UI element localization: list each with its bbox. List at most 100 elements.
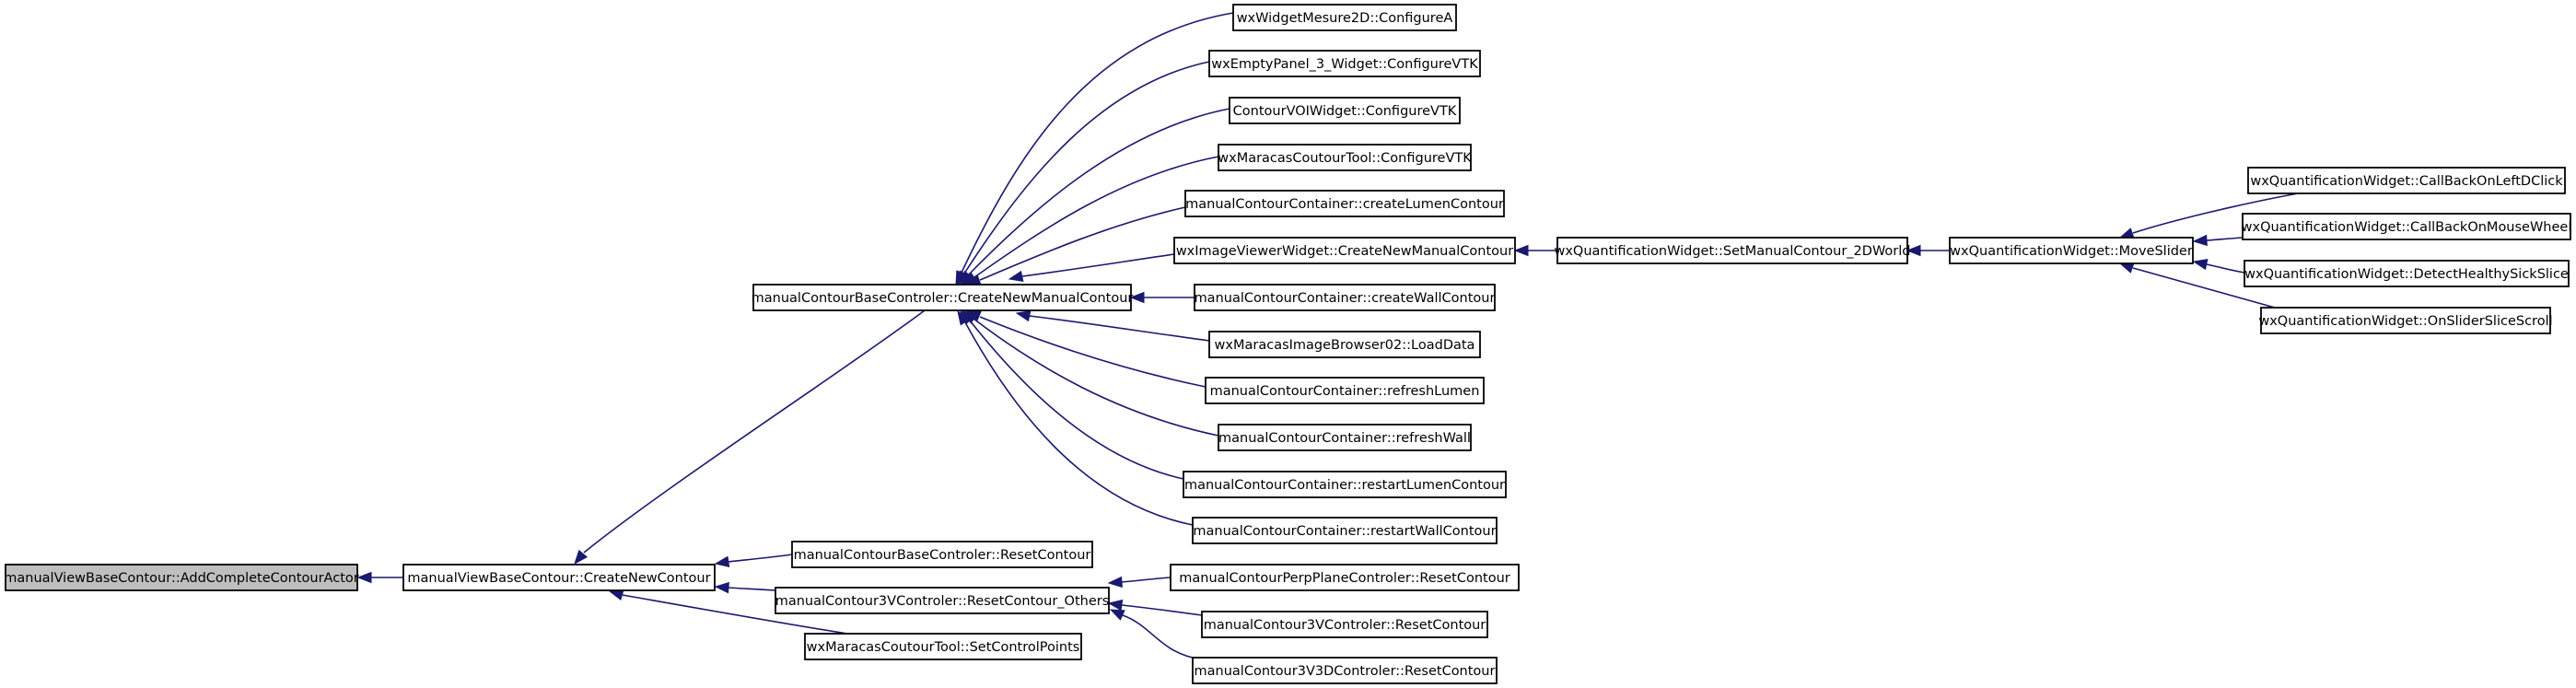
arrowhead-icon: [1906, 244, 1921, 257]
node-label: wxWidgetMesure2D::ConfigureA: [1237, 11, 1453, 26]
node-label: wxMaracasImageBrowser02::LoadData: [1215, 338, 1475, 353]
edge-createLumenContour-to-createNewManualContour: [965, 206, 1186, 286]
function-node-createWallContour[interactable]: manualContourContainer::createWallContou…: [1194, 284, 1496, 311]
node-box: [775, 587, 1110, 614]
function-node-callBackOnLeftDClick[interactable]: wxQuantificationWidget::CallBackOnLeftDC…: [2247, 167, 2566, 194]
function-node-perpPlaneResetContour[interactable]: manualContourPerpPlaneControler::ResetCo…: [1170, 564, 1520, 591]
node-box: [1173, 237, 1516, 264]
node-label: wxEmptyPanel_3_Widget::ConfigureVTK: [1211, 57, 1478, 72]
function-node-emptyPanelConfigureVTK[interactable]: wxEmptyPanel_3_Widget::ConfigureVTK: [1208, 50, 1481, 77]
function-node-setManualContour2DWorld[interactable]: wxQuantificationWidget::SetManualContour…: [1554, 237, 1911, 264]
edge-createNewManualContour-to-createNewContour: [574, 309, 926, 566]
edge-line: [973, 156, 1219, 278]
function-node-imageViewerCreateNewManualContour[interactable]: wxImageViewerWidget::CreateNewManualCont…: [1173, 237, 1516, 264]
edge-line: [727, 554, 793, 563]
node-box: [1184, 190, 1505, 217]
arrowhead-icon: [1513, 244, 1529, 257]
function-node-resetContour[interactable]: manualContourBaseControler::ResetContour: [791, 541, 1093, 568]
edge-line: [979, 206, 1186, 281]
node-box: [804, 633, 1082, 660]
node-label: wxMaracasCoutourTool::SetControlPoints: [807, 640, 1080, 655]
edge-refreshWall-to-createNewManualContour: [962, 310, 1219, 437]
function-node-configureA[interactable]: wxWidgetMesure2D::ConfigureA: [1232, 4, 1457, 31]
node-label: manualContour3VControler::ResetContour_O…: [775, 594, 1110, 609]
edge-detectHealthySickSlice-to-moveSlider: [2192, 258, 2245, 274]
edge-imageViewerCreateNewManualContour-to-createNewManualContour: [1008, 253, 1175, 283]
edge-createWallContour-to-createNewManualContour: [1129, 291, 1195, 304]
node-label: wxQuantificationWidget::OnSliderSliceScr…: [2258, 314, 2552, 329]
arrowhead-icon: [1015, 309, 1032, 322]
node-box: [1194, 284, 1496, 311]
edge-line: [727, 587, 776, 591]
edge-line: [973, 318, 1219, 437]
node-box: [2247, 167, 2566, 194]
node-label: manualContourContainer::createWallContou…: [1195, 291, 1496, 306]
node-box: [1556, 237, 1908, 264]
root-function-node[interactable]: manualViewBaseContour::AddCompleteContou…: [4, 564, 359, 591]
function-node-refreshWall[interactable]: manualContourContainer::refreshWall: [1218, 424, 1472, 451]
node-box: [1192, 517, 1498, 544]
node-label: manualViewBaseContour::CreateNewContour: [407, 571, 710, 586]
function-node-callBackOnMouseWheel[interactable]: wxQuantificationWidget::CallBackOnMouseW…: [2242, 213, 2572, 240]
function-node-setControlPoints[interactable]: wxMaracasCoutourTool::SetControlPoints: [804, 633, 1082, 660]
function-node-onSliderSliceScroll[interactable]: wxQuantificationWidget::OnSliderSliceScr…: [2258, 307, 2553, 334]
function-node-createNewManualContour[interactable]: manualContourBaseControler::CreateNewMan…: [752, 284, 1134, 311]
edge-setManualContour2DWorld-to-imageViewerCreateNewManualContour: [1513, 244, 1557, 257]
arrowhead-icon: [2118, 227, 2135, 239]
arrowhead-icon: [574, 549, 589, 566]
function-node-restartLumenContour[interactable]: manualContourContainer::restartLumenCont…: [1183, 471, 1507, 498]
function-node-refreshLumen[interactable]: manualContourContainer::refreshLumen: [1205, 377, 1485, 404]
function-node-detectHealthySickSlice[interactable]: wxQuantificationWidget::DetectHealthySic…: [2244, 260, 2570, 287]
node-box: [1201, 611, 1488, 638]
function-node-coutourToolConfigureVTK[interactable]: wxMaracasCoutourTool::ConfigureVTK: [1218, 144, 1472, 171]
function-node-moveSlider[interactable]: wxQuantificationWidget::MoveSlider: [1949, 237, 2194, 264]
node-label: manualContourBaseControler::ResetContour: [794, 548, 1091, 563]
node-label: wxQuantificationWidget::CallBackOnLeftDC…: [2250, 174, 2563, 189]
edge-restartWallContour-to-createNewManualContour: [957, 309, 1194, 526]
function-node-threeVResetContour[interactable]: manualContour3VControler::ResetContour: [1201, 611, 1488, 638]
edge-line: [1021, 253, 1175, 277]
node-box: [752, 284, 1132, 311]
arrowhead-icon: [957, 309, 971, 326]
node-box: [2260, 307, 2551, 334]
edge-line: [2132, 267, 2276, 309]
node-label: wxMaracasCoutourTool::ConfigureVTK: [1218, 151, 1472, 166]
edge-line: [2206, 237, 2244, 241]
function-node-threeV3DResetContour[interactable]: manualContour3V3DControler::ResetContour: [1192, 657, 1498, 684]
edge-line: [2206, 263, 2245, 274]
node-box: [791, 541, 1093, 568]
node-label: manualContourBaseControler::CreateNewMan…: [752, 291, 1134, 306]
function-node-loadData[interactable]: wxMaracasImageBrowser02::LoadData: [1208, 331, 1481, 358]
edge-line: [1029, 315, 1210, 342]
arrowhead-icon: [1008, 270, 1024, 283]
node-box: [2242, 213, 2571, 240]
arrowhead-icon: [608, 589, 624, 601]
arrowhead-icon: [1109, 609, 1125, 621]
edge-threeVResetContour-to-resetContourOthers: [1107, 599, 1203, 616]
node-box: [1208, 331, 1481, 358]
arrowhead-icon: [2192, 234, 2208, 247]
function-node-contourVOIConfigureVTK[interactable]: ContourVOIWidget::ConfigureVTK: [1229, 97, 1461, 124]
edge-line: [1121, 604, 1203, 616]
edge-restartLumenContour-to-createNewManualContour: [960, 310, 1184, 480]
node-box: [1218, 144, 1472, 171]
function-node-createNewContour[interactable]: manualViewBaseContour::CreateNewContour: [402, 564, 716, 591]
node-label: manualContourContainer::refreshWall: [1218, 431, 1471, 446]
edge-threeV3DResetContour-to-resetContourOthers: [1109, 609, 1203, 660]
node-label: manualContourContainer::restartWallConto…: [1193, 524, 1496, 539]
function-node-restartWallContour[interactable]: manualContourContainer::restartWallConto…: [1192, 517, 1498, 544]
node-box: [1232, 4, 1457, 31]
edge-moveSlider-to-setManualContour2DWorld: [1906, 244, 1950, 257]
edge-resetContour-to-createNewContour: [714, 554, 793, 567]
node-label: wxImageViewerWidget::CreateNewManualCont…: [1176, 244, 1513, 259]
node-box: [1192, 657, 1498, 684]
edge-line: [1122, 614, 1203, 660]
node-box: [1170, 564, 1520, 591]
function-node-createLumenContour[interactable]: manualContourContainer::createLumenConto…: [1184, 190, 1505, 217]
edge-coutourToolConfigureVTK-to-createNewManualContour: [962, 156, 1219, 286]
function-node-resetContourOthers[interactable]: manualContour3VControler::ResetContour_O…: [775, 587, 1110, 614]
arrowhead-icon: [356, 571, 372, 584]
node-box: [1949, 237, 2194, 264]
node-box: [1205, 377, 1485, 404]
